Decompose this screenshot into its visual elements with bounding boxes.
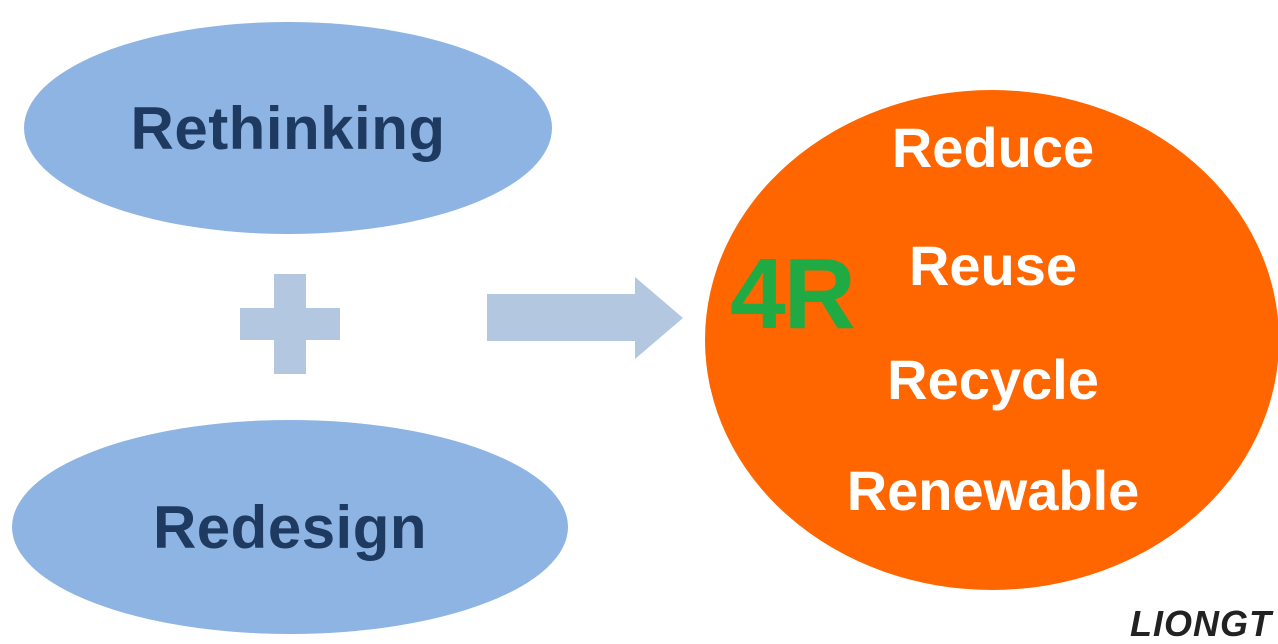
redesign-label: Redesign	[152, 493, 428, 561]
reuse-label: Reuse	[908, 234, 1078, 297]
redesign-ellipse: Redesign	[12, 420, 568, 634]
renewable-label: Renewable	[846, 459, 1140, 522]
4r-circle	[705, 90, 1278, 590]
plus-icon	[240, 274, 340, 374]
recycle-label: Recycle	[887, 348, 1099, 411]
rethinking-ellipse: Rethinking	[24, 22, 552, 234]
reduce-label: Reduce	[891, 116, 1095, 179]
4r-badge: 4R	[730, 238, 856, 350]
right-arrow-icon	[487, 277, 683, 359]
brand-logo: LIONGT	[1130, 603, 1272, 644]
rethinking-label: Rethinking	[130, 94, 446, 162]
